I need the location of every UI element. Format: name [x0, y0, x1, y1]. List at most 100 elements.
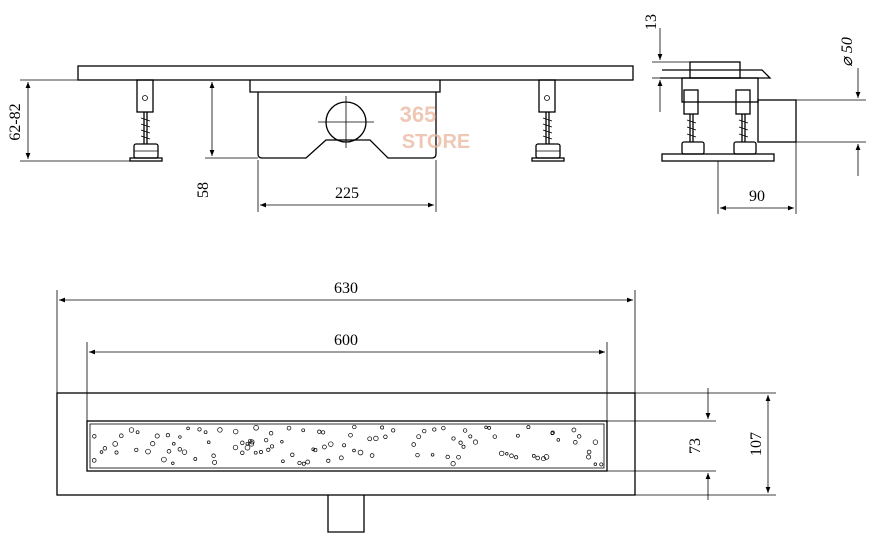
grate-hole — [91, 458, 97, 463]
grate-hole — [509, 453, 514, 459]
grate-hole — [154, 433, 160, 439]
grate-hole — [391, 428, 396, 433]
grate-hole — [593, 462, 597, 466]
grate-hole — [119, 433, 124, 439]
grate-hole — [266, 447, 271, 452]
grate-hole — [499, 450, 505, 457]
dim-overall-length-label: 630 — [334, 280, 358, 297]
dim-front-height-label: 62-82 — [7, 103, 24, 140]
grate-hole — [178, 435, 182, 439]
grate-hole — [181, 449, 188, 455]
grate-hole — [352, 424, 357, 430]
grate-hole — [380, 425, 385, 430]
grate-hole — [253, 425, 259, 431]
front-top-plate — [77, 65, 634, 81]
front-view: 62-82 58 225 — [7, 65, 634, 212]
grate-hole — [357, 449, 364, 456]
store-watermark: 365 STORE — [400, 102, 471, 153]
grate-hole — [286, 425, 292, 431]
grate-hole — [571, 427, 577, 433]
grate-hole — [186, 426, 190, 431]
dim-overall-width-label: 107 — [748, 432, 765, 456]
top-outer-frame — [56, 392, 636, 496]
grate-hole — [212, 459, 218, 465]
top-view: 630 600 73 107 — [56, 280, 776, 533]
dim-outlet-spacing-label: 225 — [335, 185, 359, 202]
grate-hole — [472, 439, 479, 445]
grate-hole — [430, 452, 435, 457]
dim-outlet-diameter-label: ⌀ 50 — [839, 37, 856, 67]
grate-hole — [269, 444, 275, 449]
side-right-leg — [733, 89, 757, 155]
grate-hole — [348, 432, 353, 438]
grate-hole — [432, 427, 437, 432]
grate-hole — [244, 444, 251, 451]
grate-hole — [99, 450, 104, 454]
dim-grate-length-label: 600 — [334, 332, 358, 349]
grate-hole — [301, 461, 306, 466]
side-channel — [681, 77, 759, 103]
front-left-foot — [129, 79, 163, 162]
grate-hole — [322, 444, 327, 450]
grate-hole — [301, 428, 306, 433]
dim-grate-width-label: 73 — [687, 438, 704, 454]
grate-hole — [342, 443, 347, 448]
grate-hole — [531, 454, 536, 458]
grate-hole — [541, 456, 546, 462]
grate-hole — [556, 438, 561, 442]
grate-hole — [526, 425, 531, 430]
dim-outlet-height-label: 58 — [195, 182, 212, 198]
grate-hole — [193, 457, 198, 461]
dim-overall-width: 107 — [635, 392, 776, 496]
grate-hole — [411, 442, 416, 447]
grate-hole — [487, 426, 492, 430]
grate-hole — [145, 448, 151, 455]
grate-hole — [550, 431, 555, 436]
dim-outlet-height: 58 — [195, 82, 258, 198]
grate-hole — [514, 455, 519, 460]
grate-hole — [248, 441, 255, 447]
grate-hole — [492, 434, 497, 439]
grate-hole — [233, 428, 239, 435]
grate-hole — [468, 434, 473, 439]
grate-hole — [248, 438, 253, 444]
dim-grate-length: 600 — [86, 332, 608, 421]
grate-hole — [586, 454, 592, 460]
grate-hole — [240, 440, 245, 445]
grate-hole — [114, 450, 119, 455]
grate-hole — [135, 430, 140, 435]
grate-hole — [311, 447, 315, 451]
grate-hole — [203, 430, 208, 435]
dim-outlet-spacing: 225 — [257, 160, 437, 212]
grate-hole — [592, 439, 599, 445]
watermark-word: STORE — [402, 131, 471, 153]
grate-hole — [543, 454, 550, 460]
grate-hole — [367, 436, 373, 442]
grate-hole — [383, 434, 388, 439]
dim-outlet-diameter: ⌀ 50 — [796, 37, 866, 176]
grate-hole — [305, 459, 311, 465]
grate-hole — [416, 434, 422, 440]
grate-hole — [253, 450, 258, 455]
grate-hole — [599, 462, 604, 467]
grate-hole — [461, 444, 466, 449]
watermark-number: 365 — [400, 102, 437, 127]
top-grate-inner — [89, 423, 605, 469]
grate-hole — [445, 454, 450, 460]
grate-hole — [321, 430, 326, 435]
grate-hole — [458, 440, 463, 445]
dim-side-width-label: 90 — [749, 188, 765, 205]
grate-hole — [281, 459, 285, 463]
dim-front-height: 62-82 — [7, 79, 130, 162]
grate-hole-pattern — [91, 424, 604, 467]
grate-hole — [211, 453, 216, 458]
grate-hole — [150, 441, 156, 447]
grate-hole — [134, 447, 139, 452]
grate-hole — [328, 441, 334, 447]
grate-hole — [505, 452, 509, 456]
grate-hole — [535, 455, 540, 461]
grate-hole — [450, 461, 456, 467]
grate-hole — [172, 442, 176, 446]
grate-hole — [573, 440, 578, 445]
